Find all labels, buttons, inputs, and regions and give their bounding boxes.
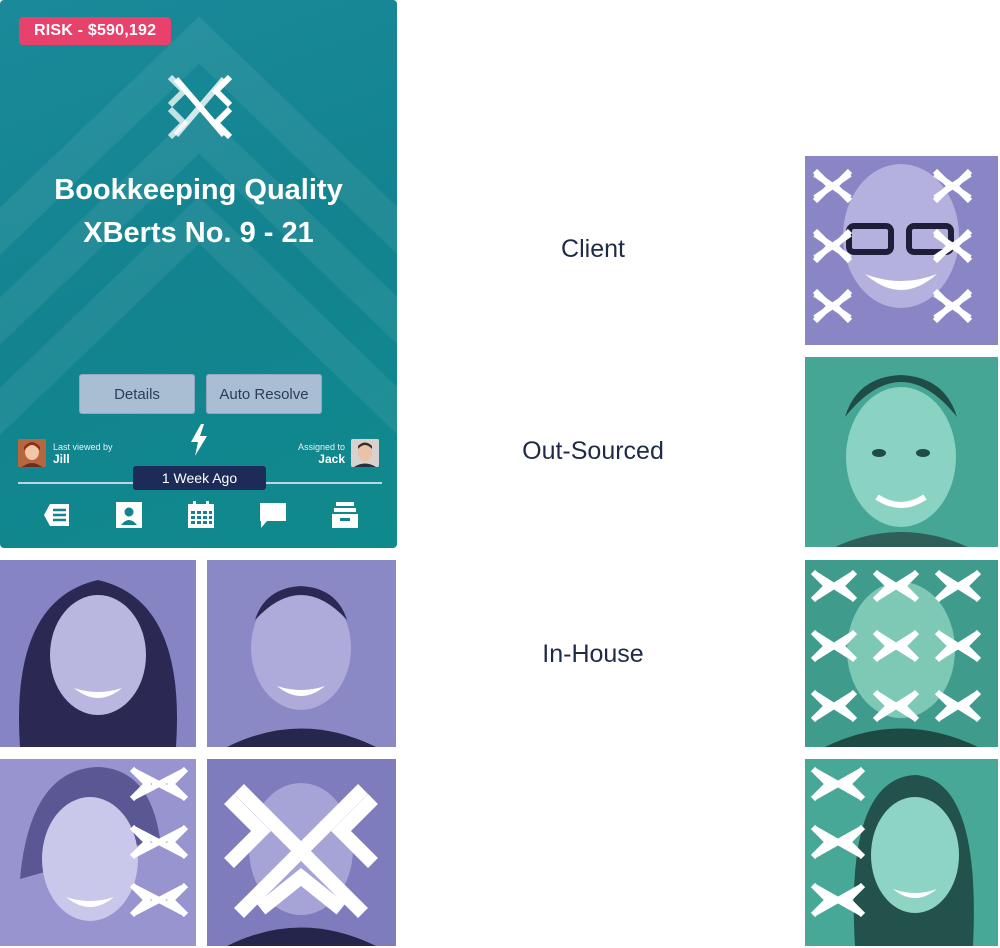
xberts-logo-icon (167, 74, 233, 140)
archive-icon[interactable] (330, 501, 360, 529)
inhouse-photo-1 (0, 560, 196, 747)
card-subtitle: XBerts No. 9 - 21 (83, 217, 314, 249)
inhouse-photo-2 (207, 560, 396, 747)
risk-badge: RISK - $590,192 (19, 17, 172, 45)
assigned-label: Assigned to (297, 442, 345, 452)
inhouse-photo-6 (805, 759, 998, 946)
client-photo (805, 156, 998, 345)
outsourced-label: Out-Sourced (522, 437, 664, 465)
last-viewed-label: Last viewed by (53, 442, 113, 452)
lightning-icon[interactable] (188, 424, 210, 456)
task-card[interactable]: RISK - $590,192 Bookkeeping Quality XBer… (0, 0, 397, 548)
inhouse-label: In-House (542, 640, 644, 668)
inhouse-photo-5 (805, 560, 998, 747)
card-title: Bookkeeping Quality (54, 174, 343, 206)
time-tooltip: 1 Week Ago (133, 466, 266, 490)
client-label: Client (561, 235, 625, 263)
outsourced-photo (805, 357, 998, 547)
inhouse-photo-4 (207, 759, 396, 946)
auto-resolve-button[interactable]: Auto Resolve (206, 374, 322, 414)
assigned-name: Jack (318, 452, 345, 466)
last-viewed-name: Jill (53, 452, 70, 466)
contact-card-icon[interactable] (114, 501, 144, 529)
calendar-icon[interactable] (186, 501, 216, 529)
inhouse-photo-3 (0, 759, 196, 946)
last-viewed-avatar (18, 439, 46, 467)
assigned-avatar (351, 439, 379, 467)
details-button[interactable]: Details (79, 374, 195, 414)
notes-icon[interactable] (42, 501, 72, 529)
chat-icon[interactable] (258, 501, 288, 529)
